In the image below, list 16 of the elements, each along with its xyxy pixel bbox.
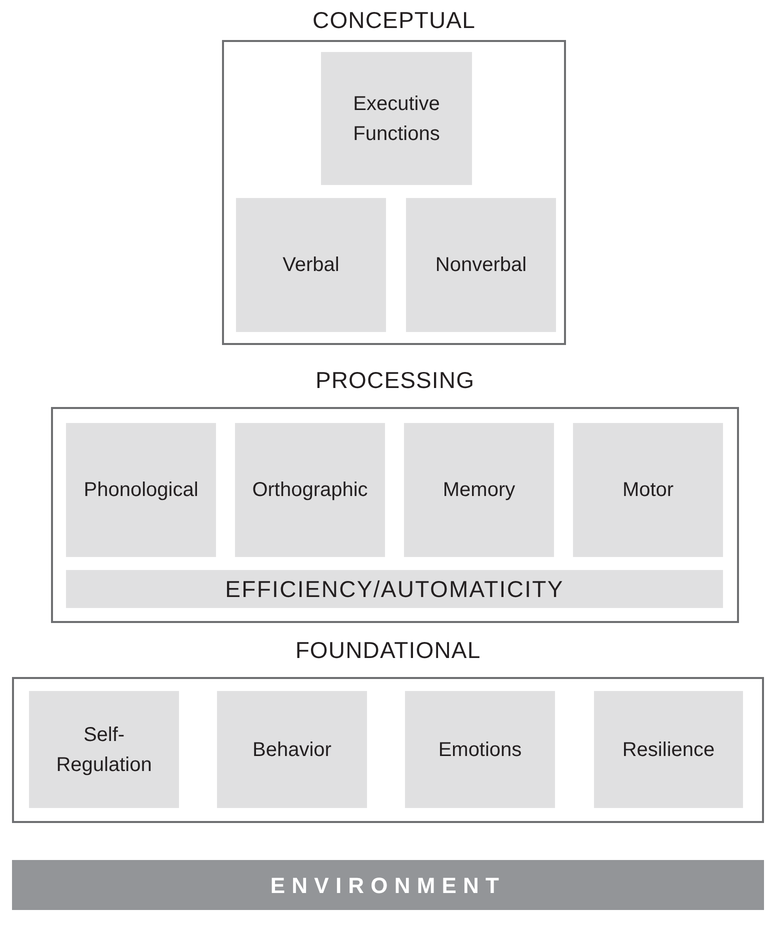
category-box: Self- Regulation — [29, 691, 179, 808]
base-bar: ENVIRONMENT — [12, 860, 764, 910]
category-box: Orthographic — [235, 423, 385, 557]
group-heading: PROCESSING — [314, 366, 476, 394]
category-box: Memory — [404, 423, 554, 557]
category-box: Emotions — [405, 691, 555, 808]
category-box: Phonological — [66, 423, 216, 557]
category-bar: EFFICIENCY/AUTOMATICITY — [66, 570, 723, 608]
category-box: Nonverbal — [406, 198, 556, 332]
category-box: Behavior — [217, 691, 367, 808]
category-box: Resilience — [594, 691, 743, 808]
group-heading: FOUNDATIONAL — [294, 636, 482, 664]
category-box: Motor — [573, 423, 723, 557]
group-heading: CONCEPTUAL — [312, 6, 476, 34]
category-box: Verbal — [236, 198, 386, 332]
category-box: Executive Functions — [321, 52, 472, 185]
